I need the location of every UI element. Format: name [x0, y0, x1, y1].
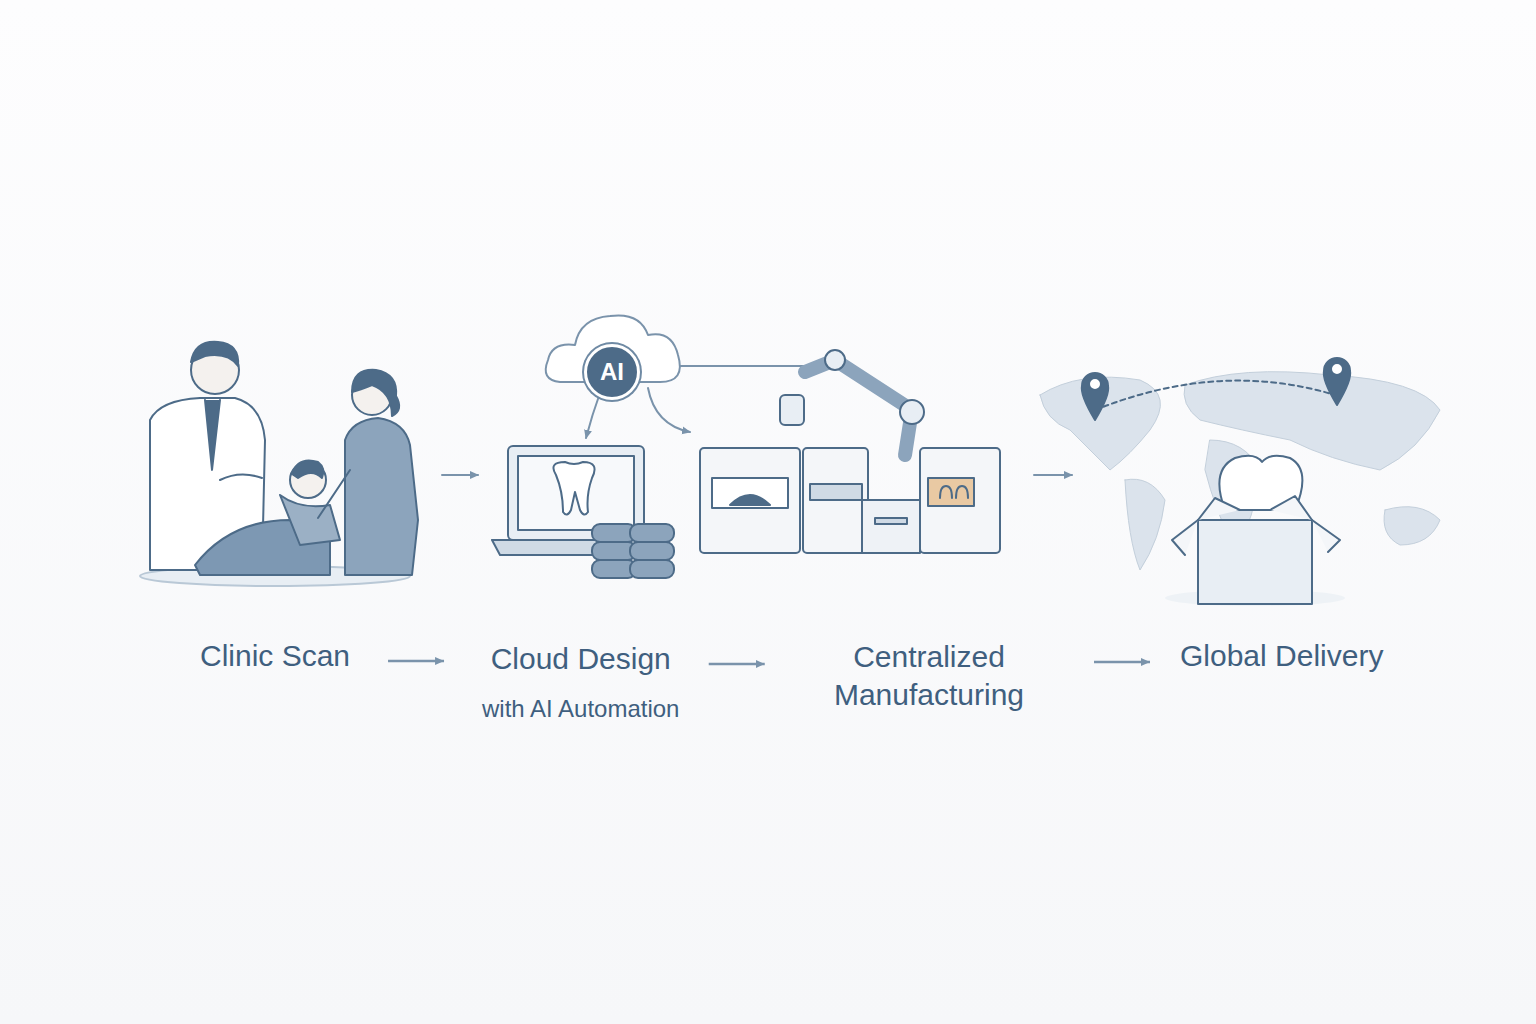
stage-label: Global Delivery: [1180, 637, 1383, 675]
stage-title: Centralized Manufacturing: [794, 638, 1064, 714]
flow-arrow: [388, 660, 444, 663]
stage-title: AI: [600, 358, 624, 386]
stage-subtitle: with AI Automation: [482, 694, 679, 724]
stage-title: Cloud Design: [482, 640, 679, 678]
stage-label: Centralized Manufacturing: [794, 638, 1064, 714]
stage-label: Cloud Design with AI Automation: [482, 640, 679, 724]
stage-label: Clinic Scan: [200, 637, 350, 675]
ai-badge: AI: [584, 344, 640, 400]
flow-arrow: [1094, 661, 1150, 664]
flow-arrow: [709, 663, 765, 666]
stage-title: Global Delivery: [1180, 637, 1383, 675]
stage-title: Clinic Scan: [200, 637, 350, 675]
